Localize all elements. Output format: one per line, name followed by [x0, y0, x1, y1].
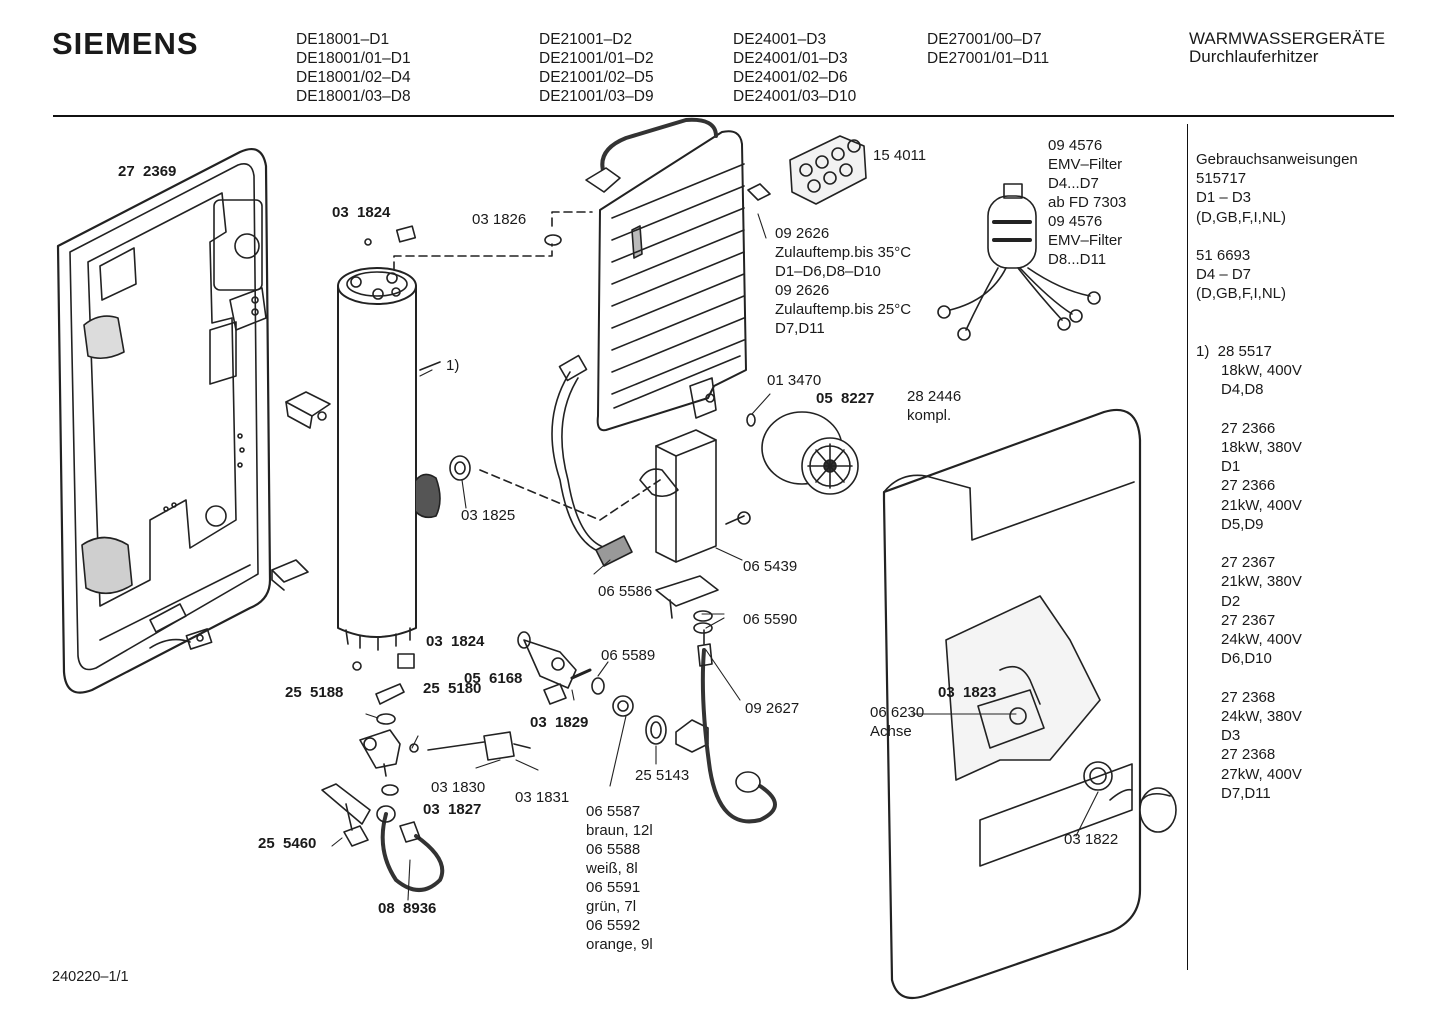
washer-small: [746, 413, 756, 427]
header-divider: [53, 115, 1394, 117]
heating-cylinder: [337, 267, 441, 651]
clip-nut: [185, 628, 213, 650]
nut: [543, 683, 567, 705]
brand-logo: SIEMENS: [52, 26, 199, 61]
model-column-4: DE27001/00–D7 DE27001/01–D11: [927, 30, 1049, 68]
part-label: 28 2446 kompl.: [907, 388, 962, 424]
connector-small: [364, 225, 417, 246]
part-label: 05 6168: [464, 670, 523, 687]
valve-body: [517, 631, 577, 689]
seal-large: [645, 715, 667, 745]
model-code: DE21001/01–D2: [539, 50, 654, 67]
sidebar-divider: [1187, 124, 1188, 970]
emv-filter: [937, 183, 1101, 341]
part-label: 03 1831: [515, 789, 570, 806]
part-label: 25 5180: [423, 680, 482, 697]
model-code: DE24001/01–D3: [733, 50, 848, 67]
thermostat-housing: [639, 429, 717, 563]
part-label: 1): [446, 357, 460, 374]
wire-harness: [551, 354, 633, 567]
cover-knob: [1139, 787, 1177, 833]
flex-hose: [693, 610, 777, 824]
part-label: 03 1829: [530, 714, 589, 731]
model-code: DE21001/02–D5: [539, 69, 654, 86]
model-code: DE24001/03–D10: [733, 88, 857, 105]
seal-washer: [376, 713, 396, 725]
sidebar-notes: Gebrauchsanweisungen 515717 D1 – D3 (D,G…: [1196, 151, 1358, 802]
model-code: DE27001/00–D7: [927, 31, 1042, 48]
part-label: 03 1825: [461, 507, 516, 524]
part-label: 08 8936: [378, 900, 437, 917]
part-label: 06 5587 braun, 12l 06 5588 weiß, 8l 06 5…: [586, 803, 653, 953]
model-code: DE24001–D3: [733, 31, 827, 48]
part-label: 03 1830: [431, 779, 486, 796]
model-code: DE18001/02–D4: [296, 69, 411, 86]
part-label: 03 1827: [423, 801, 482, 818]
model-code: DE18001/01–D1: [296, 50, 411, 67]
bracket-small: [375, 683, 405, 705]
part-label: 01 3470: [767, 372, 822, 389]
seal-ring: [449, 455, 471, 481]
sensor-probe: [427, 731, 531, 761]
o-ring: [591, 677, 605, 695]
part-label: 25 5188: [285, 684, 344, 701]
part-label: 03 1824: [332, 204, 391, 221]
connection-dash: [551, 211, 593, 227]
leader-lines: [331, 213, 1099, 901]
back-plate: [56, 148, 272, 694]
hose-loop: [376, 805, 445, 892]
screw-small: [747, 183, 771, 201]
seal-washer: [381, 784, 399, 796]
model-code: DE21001/03–D9: [539, 88, 654, 105]
connection-dash: [479, 469, 661, 521]
mounting-clip: [655, 575, 719, 619]
model-code: DE18001–D1: [296, 31, 390, 48]
part-label: 03 1826: [472, 211, 527, 228]
part-label: 09 2627: [745, 700, 800, 717]
part-label: 03 1822: [1064, 831, 1119, 848]
category-block: WARMWASSERGERÄTE Durchlauferhitzer: [1189, 30, 1385, 66]
part-label: 05 8227: [816, 390, 875, 407]
part-label: 15 4011: [873, 147, 927, 164]
screw: [725, 511, 751, 525]
part-label: 03 1823: [938, 684, 997, 701]
page-footer: 240220–1/1: [52, 969, 129, 985]
part-label: 09 4576 EMV–Filter D4...D7 ab FD 7303 09…: [1048, 137, 1127, 268]
rotary-switch: [761, 411, 859, 495]
category-title: WARMWASSERGERÄTE: [1189, 29, 1386, 48]
front-cover: [882, 408, 1142, 1000]
clip-small: [352, 653, 415, 671]
model-code: DE24001/02–D6: [733, 69, 848, 86]
part-label: 06 5589: [601, 647, 656, 664]
screw-small: [570, 668, 592, 680]
category-subtitle: Durchlauferhitzer: [1189, 47, 1319, 66]
valve-lower: [359, 729, 419, 777]
terminal-block: [789, 135, 867, 205]
washer: [544, 234, 562, 246]
connection-dash: [393, 243, 553, 271]
model-column-3: DE24001–D3 DE24001/01–D3 DE24001/02–D6 D…: [733, 30, 856, 106]
model-column-2: DE21001–D2 DE21001/01–D2 DE21001/02–D5 D…: [539, 30, 654, 106]
model-code: DE18001/03–D8: [296, 88, 411, 105]
model-code: DE27001/01–D11: [927, 50, 1050, 67]
part-label: 06 5590: [743, 611, 798, 628]
heat-exchanger-panel: [585, 117, 747, 432]
mounting-bracket: [285, 391, 331, 429]
part-label: 06 5586: [598, 583, 653, 600]
part-label: 25 5460: [258, 835, 317, 852]
part-label: 25 5143: [635, 767, 690, 784]
part-label: 03 1824: [426, 633, 485, 650]
part-label: 09 2626 Zulauftemp.bis 35°C D1–D6,D8–D10…: [775, 225, 912, 337]
part-label: 06 5439: [743, 558, 798, 575]
clip-bracket: [271, 559, 309, 591]
tee-fitting: [321, 783, 371, 847]
part-label: 06 6230 Achse: [870, 704, 925, 740]
grommet: [612, 695, 634, 717]
part-label: 27 2369: [118, 163, 177, 180]
model-column-1: DE18001–D1 DE18001/01–D1 DE18001/02–D4 D…: [296, 30, 411, 106]
model-code: DE21001–D2: [539, 31, 633, 48]
